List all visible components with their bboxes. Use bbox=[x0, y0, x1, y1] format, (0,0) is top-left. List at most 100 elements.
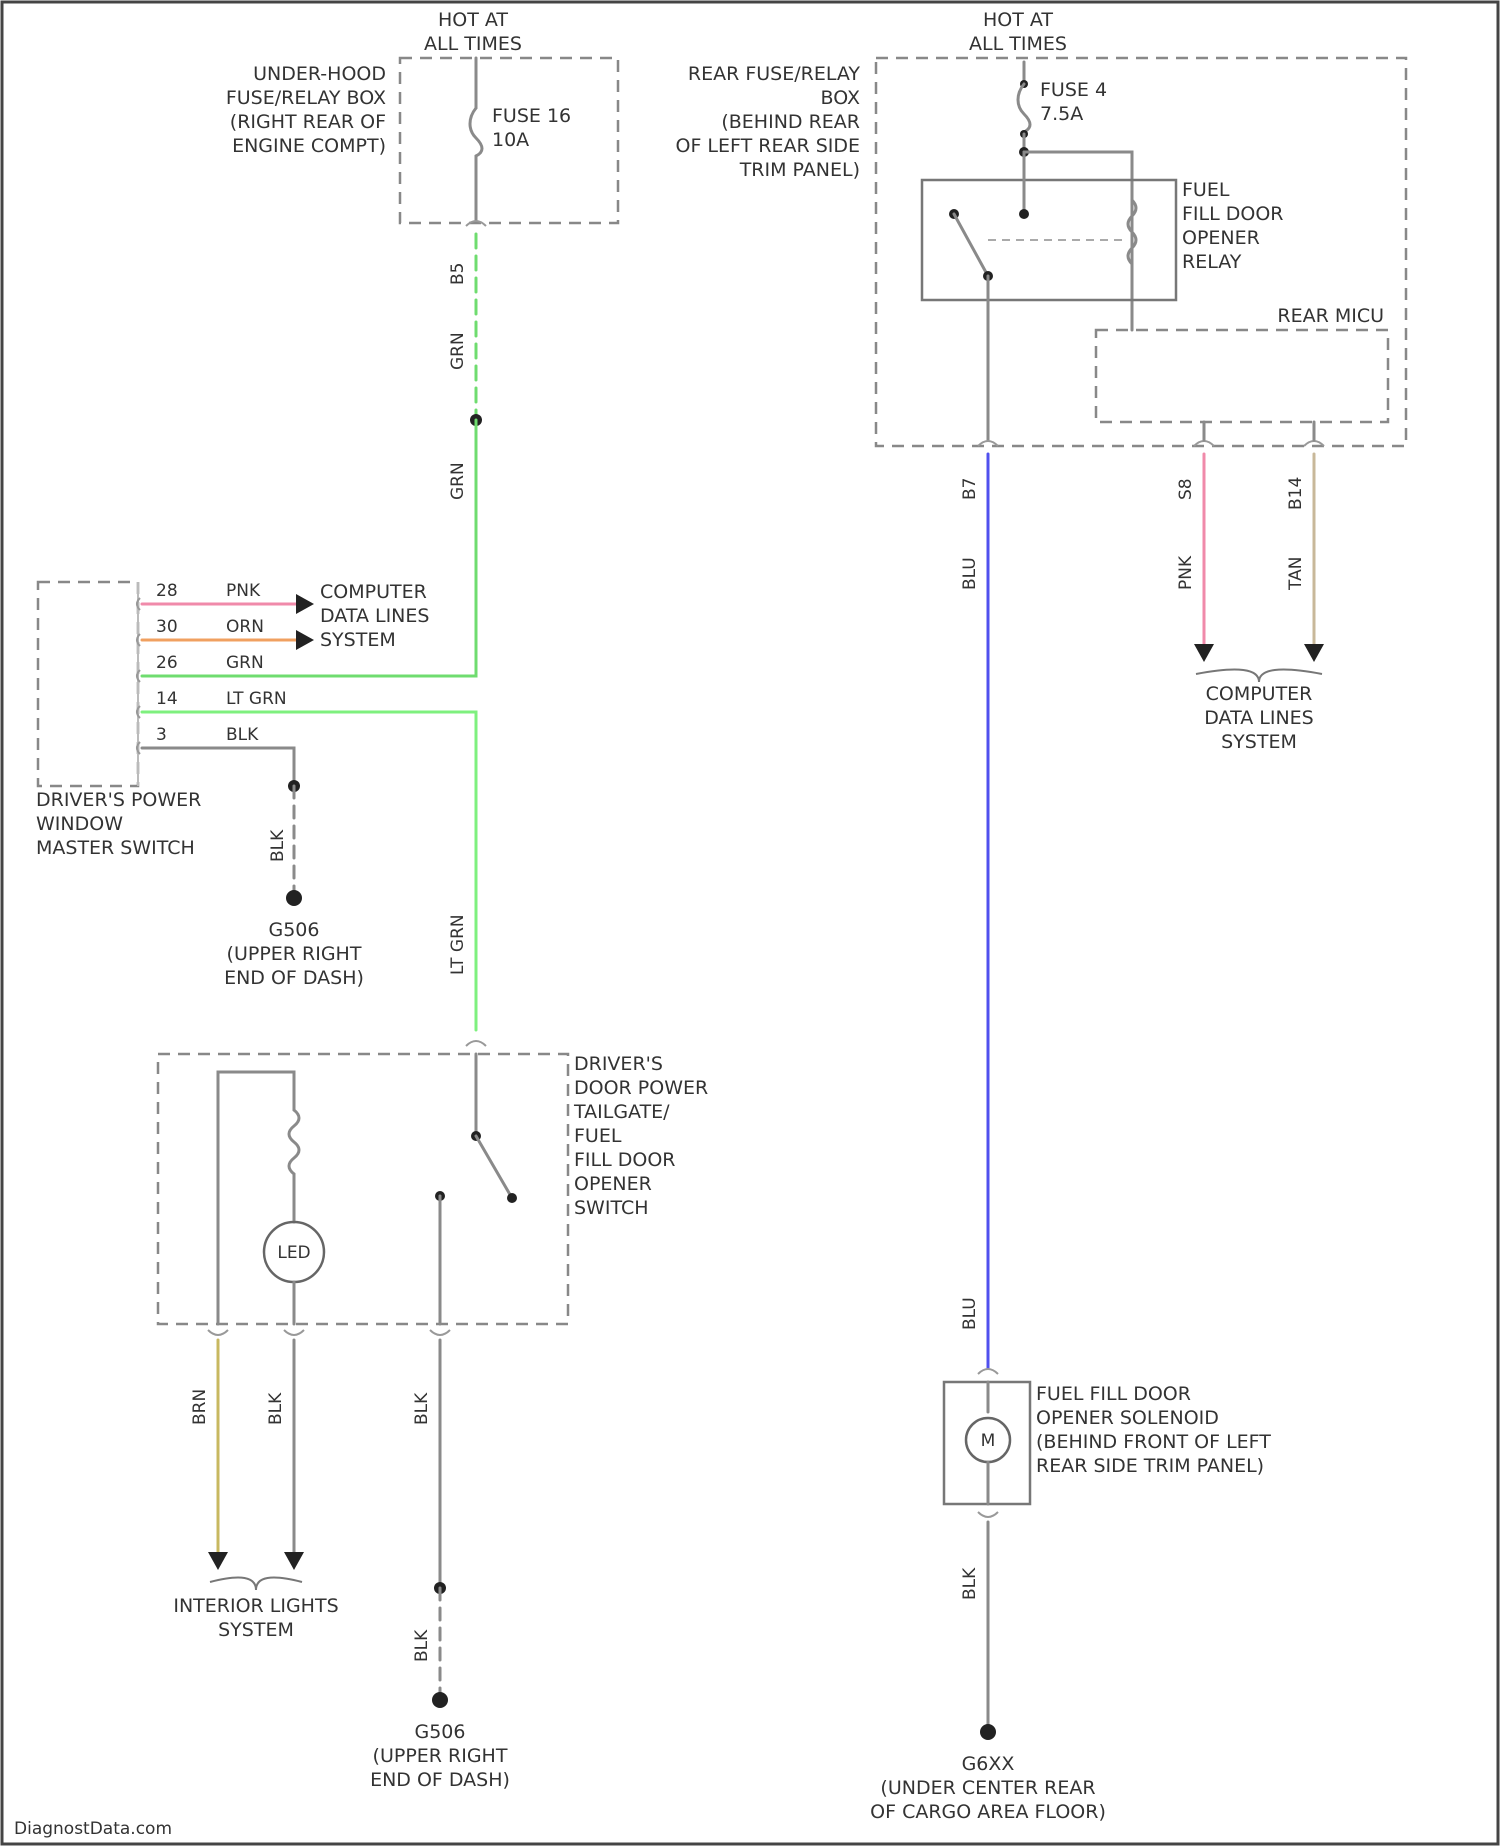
g506-top-label: G506 (UPPER RIGHT END OF DASH) bbox=[224, 919, 364, 989]
door-label-4: FUEL bbox=[574, 1125, 622, 1147]
g6xx-loc1: (UNDER CENTER REAR bbox=[880, 1777, 1095, 1799]
interior-lights-label: INTERIOR LIGHTS SYSTEM bbox=[173, 1595, 338, 1641]
power-source-right: HOT AT ALL TIMES bbox=[969, 9, 1067, 55]
label-blk-switch-lower: BLK bbox=[412, 1629, 432, 1662]
wire-blk-master bbox=[142, 748, 294, 786]
arrow-brn bbox=[208, 1552, 228, 1570]
led-symbol: LED bbox=[277, 1243, 310, 1263]
g506-bottom-loc1: (UPPER RIGHT bbox=[373, 1745, 508, 1767]
underhood-label-3: (RIGHT REAR OF bbox=[230, 111, 386, 133]
cdl-left-2: DATA LINES bbox=[320, 605, 429, 627]
underhood-label-1: UNDER-HOOD bbox=[253, 63, 386, 85]
pin-28-color: PNK bbox=[226, 581, 261, 601]
cdl-left-label: COMPUTER DATA LINES SYSTEM bbox=[320, 581, 429, 651]
resistor bbox=[289, 1110, 299, 1174]
label-blu-pin: B7 bbox=[960, 478, 980, 500]
relay-label-4: RELAY bbox=[1182, 251, 1242, 273]
label-tan-pin: B14 bbox=[1286, 477, 1306, 510]
fuse16-rating: 10A bbox=[492, 129, 529, 151]
fuse16-name: FUSE 16 bbox=[492, 105, 571, 127]
pin-30: 30 bbox=[156, 617, 178, 637]
pin-30-color: ORN bbox=[226, 617, 264, 637]
fuse4: FUSE 4 7.5A bbox=[1018, 62, 1107, 157]
arrow-pnk bbox=[296, 594, 314, 614]
arrow-blk-led bbox=[284, 1552, 304, 1570]
label-tan-color: TAN bbox=[1286, 557, 1306, 591]
master-switch-box bbox=[38, 582, 138, 786]
solenoid-label: FUEL FILL DOOR OPENER SOLENOID (BEHIND F… bbox=[1036, 1383, 1271, 1477]
door-label-5: FILL DOOR bbox=[574, 1149, 676, 1171]
g506-top-id: G506 bbox=[269, 919, 320, 941]
pin-26: 26 bbox=[156, 653, 178, 673]
underhood-box-label: UNDER-HOOD FUSE/RELAY BOX (RIGHT REAR OF… bbox=[226, 63, 386, 157]
master-switch-label: DRIVER'S POWER WINDOW MASTER SWITCH bbox=[36, 789, 201, 859]
pin-14-color: LT GRN bbox=[226, 689, 287, 709]
door-label-3: TAILGATE/ bbox=[573, 1101, 670, 1123]
motor-symbol: M bbox=[981, 1431, 996, 1451]
rear-label-3: (BEHIND REAR bbox=[721, 111, 860, 133]
rear-box-label: REAR FUSE/RELAY BOX (BEHIND REAR OF LEFT… bbox=[676, 63, 861, 181]
cdl-right-1: COMPUTER bbox=[1206, 683, 1313, 705]
arrow-orn bbox=[296, 630, 314, 650]
cdl-right-3: SYSTEM bbox=[1221, 731, 1297, 753]
pin-3: 3 bbox=[156, 725, 167, 745]
g6xx-id: G6XX bbox=[962, 1753, 1015, 1775]
arrow-tan bbox=[1304, 644, 1324, 662]
relay-label-3: OPENER bbox=[1182, 227, 1260, 249]
master-label-1: DRIVER'S POWER bbox=[36, 789, 201, 811]
label-pnk-pin: S8 bbox=[1176, 478, 1196, 500]
cdl-right-label: COMPUTER DATA LINES SYSTEM bbox=[1204, 683, 1313, 753]
cdl-left-3: SYSTEM bbox=[320, 629, 396, 651]
g506-top-loc1: (UPPER RIGHT bbox=[227, 943, 362, 965]
door-label-2: DOOR POWER bbox=[574, 1077, 708, 1099]
watermark: DiagnostData.com bbox=[14, 1819, 172, 1839]
fuse4-rating: 7.5A bbox=[1040, 103, 1083, 125]
interior-label-2: SYSTEM bbox=[218, 1619, 294, 1641]
power-left-line1: HOT AT bbox=[438, 9, 508, 31]
label-grn-upper: GRN bbox=[448, 332, 468, 370]
pin-28: 28 bbox=[156, 581, 178, 601]
door-label-1: DRIVER'S bbox=[574, 1053, 663, 1075]
power-left-line2: ALL TIMES bbox=[424, 33, 522, 55]
switch-blade bbox=[476, 1136, 512, 1198]
pin-14: 14 bbox=[156, 689, 178, 709]
label-blk-led: BLK bbox=[266, 1392, 286, 1425]
label-pnk-color: PNK bbox=[1176, 555, 1196, 590]
g6xx-loc2: OF CARGO AREA FLOOR) bbox=[870, 1801, 1106, 1823]
relay-contact bbox=[954, 214, 988, 276]
label-brn: BRN bbox=[190, 1389, 210, 1425]
solenoid-label-3: (BEHIND FRONT OF LEFT bbox=[1036, 1431, 1271, 1453]
ground-g6xx bbox=[980, 1724, 996, 1740]
cdl-right-2: DATA LINES bbox=[1204, 707, 1313, 729]
master-label-3: MASTER SWITCH bbox=[36, 837, 195, 859]
door-label-7: SWITCH bbox=[574, 1197, 649, 1219]
power-right-line2: ALL TIMES bbox=[969, 33, 1067, 55]
rear-label-4: OF LEFT REAR SIDE bbox=[676, 135, 861, 157]
arrow-pnk-right bbox=[1194, 644, 1214, 662]
g506-bottom-id: G506 bbox=[415, 1721, 466, 1743]
door-switch-label: DRIVER'S DOOR POWER TAILGATE/ FUEL FILL … bbox=[573, 1053, 708, 1219]
power-right-line1: HOT AT bbox=[983, 9, 1053, 31]
rear-fuse-box bbox=[876, 58, 1406, 446]
ground-g506-top bbox=[286, 890, 302, 906]
master-label-2: WINDOW bbox=[36, 813, 123, 835]
underhood-label-2: FUSE/RELAY BOX bbox=[226, 87, 386, 109]
label-blk-solenoid: BLK bbox=[960, 1567, 980, 1600]
master-pins: 28 PNK 30 ORN 26 GRN 14 LT GRN 3 BLK bbox=[156, 581, 287, 745]
underhood-label-4: ENGINE COMPT) bbox=[232, 135, 386, 157]
g506-top-loc2: END OF DASH) bbox=[224, 967, 364, 989]
connector-door-switch bbox=[466, 1041, 486, 1046]
fuse4-name: FUSE 4 bbox=[1040, 79, 1107, 101]
solenoid-label-2: OPENER SOLENOID bbox=[1036, 1407, 1219, 1429]
rear-label-5: TRIM PANEL) bbox=[739, 159, 860, 181]
g506-bottom-label: G506 (UPPER RIGHT END OF DASH) bbox=[370, 1721, 510, 1791]
label-blk-master: BLK bbox=[268, 829, 288, 862]
cdl-left-1: COMPUTER bbox=[320, 581, 427, 603]
relay-label-2: FILL DOOR bbox=[1182, 203, 1284, 225]
pin-3-color: BLK bbox=[226, 725, 259, 745]
rear-micu-box bbox=[1096, 330, 1388, 422]
rear-label-1: REAR FUSE/RELAY bbox=[688, 63, 860, 85]
solenoid-label-1: FUEL FILL DOOR bbox=[1036, 1383, 1191, 1405]
